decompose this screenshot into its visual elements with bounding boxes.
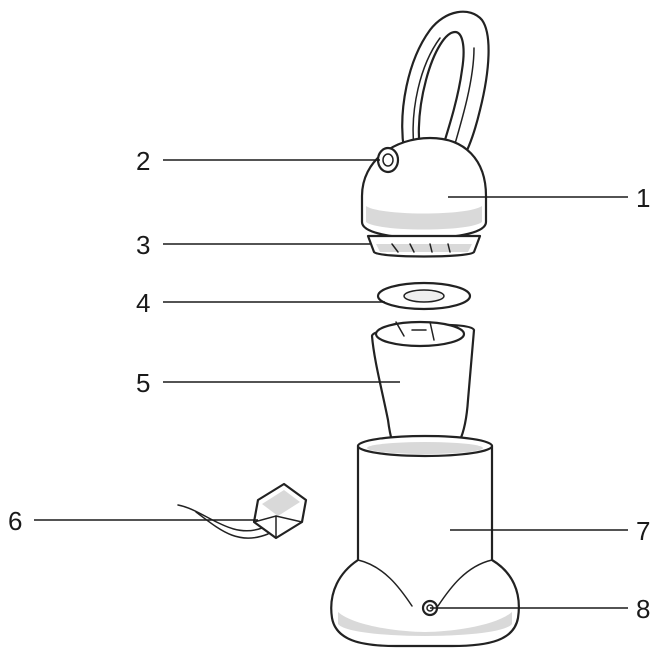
callout-3: 3 (136, 230, 150, 260)
callout-7: 7 (636, 516, 650, 546)
callout-5: 5 (136, 368, 150, 398)
head-unit (360, 10, 490, 240)
base-unit (330, 434, 520, 648)
callout-numbers: 1 2 3 4 5 6 7 8 (8, 146, 650, 624)
callout-1: 1 (636, 183, 650, 213)
callout-8: 8 (636, 594, 650, 624)
callout-2: 2 (136, 146, 150, 176)
head-button (376, 146, 400, 174)
blade-ring (366, 234, 482, 258)
container-cup (370, 320, 476, 468)
power-plug (177, 482, 308, 540)
callout-4: 4 (136, 288, 150, 318)
seal-ring (376, 281, 472, 311)
callout-6: 6 (8, 506, 22, 536)
leader-lines (34, 159, 628, 609)
